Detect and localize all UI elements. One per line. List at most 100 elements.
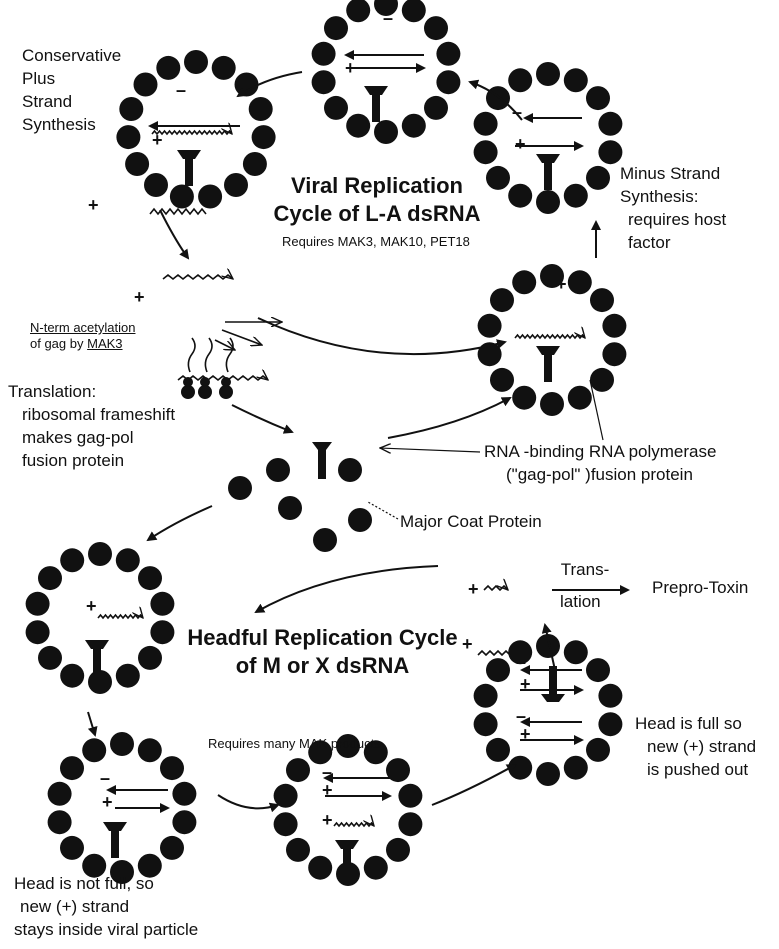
nterm-line2-pre: of gag by (30, 336, 88, 351)
coat-bead (563, 640, 588, 665)
coat-bead (311, 70, 336, 95)
coat-bead (38, 566, 62, 591)
svg-text:+: + (152, 130, 163, 150)
coat-bead (308, 740, 333, 765)
particle-conservative: –+ (116, 50, 276, 209)
arrow-bottom-mid-to-right (431, 764, 517, 806)
toxin-mrna (483, 586, 508, 590)
pointer-polymerase-right (589, 379, 604, 441)
coat-bead (150, 620, 175, 645)
svg-text:+: + (322, 810, 333, 830)
coat-bead (486, 737, 510, 762)
coat-bead (125, 152, 150, 176)
coat-bead (286, 758, 310, 783)
svg-text:–: – (322, 762, 332, 782)
coat-bead (374, 120, 398, 144)
arrow-protein-to-right (387, 397, 512, 439)
svg-text:+: + (102, 792, 113, 812)
coat-bead (473, 712, 498, 737)
translation-line4: fusion protein (22, 451, 125, 470)
coat-bead (82, 738, 107, 763)
coat-bead (60, 663, 85, 688)
polysome-mrna (177, 376, 268, 380)
coat-bead (346, 113, 371, 138)
svg-text:+: + (322, 780, 333, 800)
coat-bead (598, 683, 623, 708)
plus-sign-toxin: + (468, 579, 479, 599)
coat-bead (363, 855, 388, 880)
coat-bead (590, 367, 614, 392)
coat-bead (586, 737, 610, 762)
coat-bead (160, 835, 184, 860)
free-coat-proteins (228, 458, 372, 552)
coat-bead (386, 758, 410, 783)
head-notfull-label: Head is not full, so new (+) strand stay… (14, 872, 198, 941)
nterm-line1: N-term acetylation (30, 320, 136, 335)
polymerase-line1: RNA -binding RNA polymerase (484, 442, 717, 461)
particle-headful-entry: + (25, 542, 175, 694)
svg-text:–: – (512, 102, 522, 122)
coat-bead (490, 288, 514, 313)
coat-bead (536, 634, 560, 658)
free-polymerase (312, 442, 332, 479)
coat-bead (47, 781, 72, 806)
coat-bead (363, 740, 388, 765)
coat-bead (536, 190, 560, 214)
translation-line1: Translation: (8, 382, 97, 401)
coat-bead (590, 288, 614, 313)
coat-bead (563, 68, 588, 93)
coat-bead (477, 342, 502, 367)
arrow-right-up-to-toxin (541, 623, 556, 671)
particle-head-full: –+–+ (473, 634, 623, 786)
svg-text:–: – (383, 8, 393, 28)
coat-bead (150, 591, 175, 616)
coat-bead (508, 755, 533, 780)
particle-minus-synthesis: –+ (473, 62, 623, 214)
arrow-minus-to-top (468, 79, 523, 121)
coat-bead (308, 855, 333, 880)
la-title-line2: Cycle of L-A dsRNA (273, 201, 481, 226)
exiting-strand-top (149, 207, 207, 216)
coat-bead (401, 113, 426, 138)
coat-bead (336, 734, 360, 758)
coat-bead (137, 853, 162, 878)
plus-sign-exiting: + (88, 195, 99, 215)
coat-bead (115, 548, 140, 573)
headful-requires: Requires many MAK products (208, 736, 381, 751)
conservative-line1: Conservative (22, 46, 122, 65)
pointer-coat (367, 501, 399, 520)
trans-line1: Trans- (560, 560, 610, 579)
arrow-bottom-left-to-mid (217, 794, 280, 813)
svg-text:+: + (520, 724, 531, 744)
coat-bead (311, 41, 336, 66)
translation-line2: ribosomal frameshift (22, 405, 176, 424)
coat-bead (172, 810, 197, 835)
coat-bead (598, 712, 623, 737)
coat-bead (477, 313, 502, 338)
coat-bead (586, 165, 610, 190)
coat-bead (473, 683, 498, 708)
plus-sign-mrna: + (134, 287, 145, 307)
toxin-label: Prepro-Toxin (652, 578, 749, 597)
nascent-chain-3 (225, 337, 234, 373)
polymerase-label: RNA -binding RNA polymerase ("gag-pol" )… (484, 440, 716, 486)
headful-title-line2: of M or X dsRNA (235, 653, 410, 678)
coat-bead (586, 658, 610, 683)
coat-bead (540, 392, 564, 416)
coat-bead (60, 835, 84, 860)
coat-bead (198, 184, 223, 209)
coat-bead (138, 645, 162, 670)
coat-bead (486, 86, 510, 111)
notfull-line3: stays inside viral particle (14, 920, 199, 939)
coat-bead (536, 762, 560, 786)
la-requires: Requires MAK3, MAK10, PET18 (282, 234, 470, 249)
coat-bead (540, 264, 564, 288)
coat-bead (401, 0, 426, 23)
nterm-label: N-term acetylation of gag by MAK3 (30, 320, 135, 352)
coat-bead (110, 732, 134, 756)
arrow-headful-return (254, 565, 439, 613)
coat-bead (346, 0, 371, 23)
coat-bead (137, 738, 162, 763)
coat-bead (119, 97, 144, 121)
coat-bead (234, 72, 259, 97)
